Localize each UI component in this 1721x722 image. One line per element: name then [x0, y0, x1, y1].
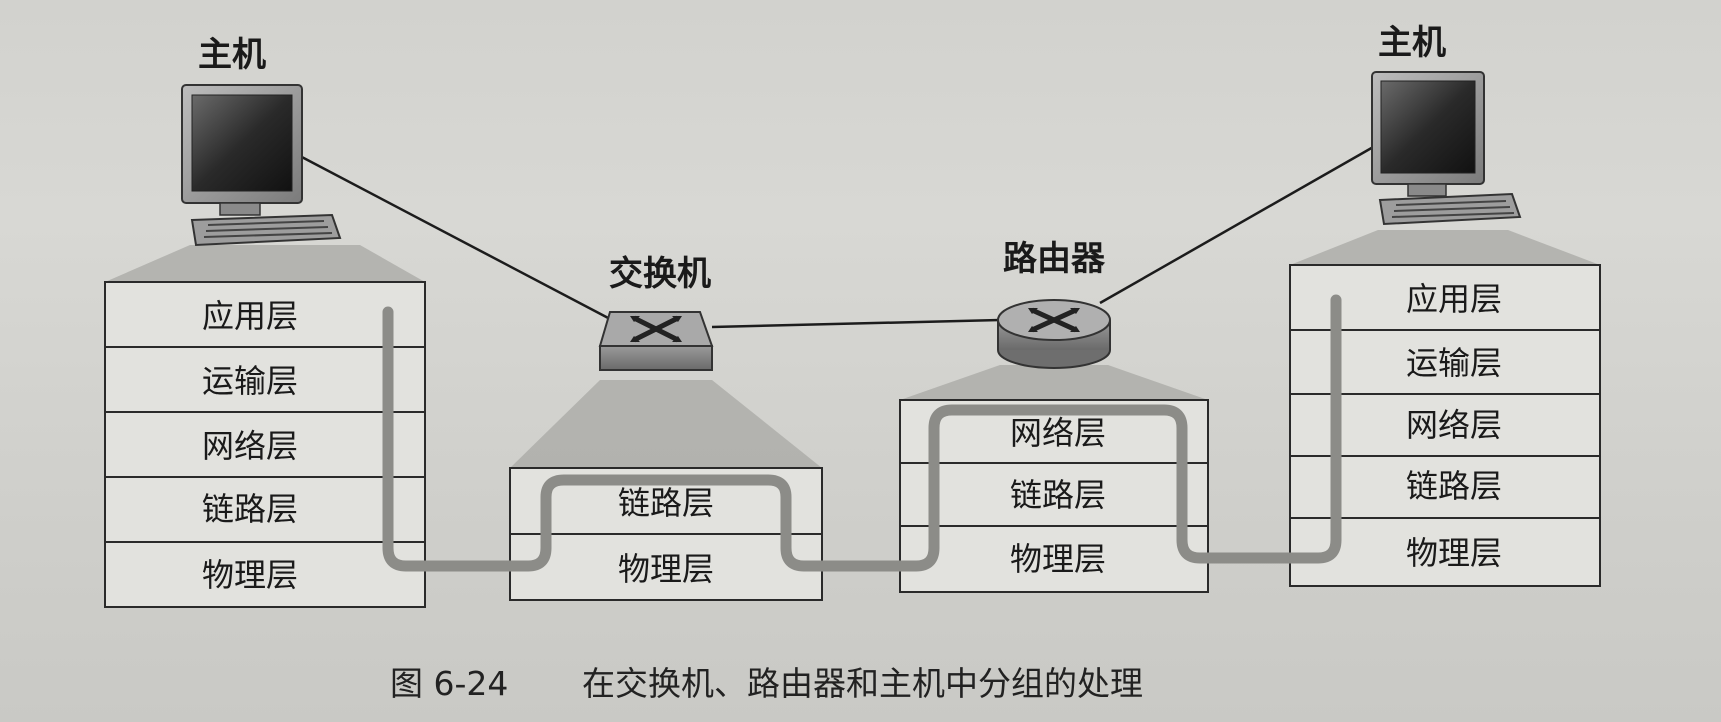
layer-box	[1289, 264, 1601, 331]
protocol-stack-router: 网络层 链路层 物理层	[899, 399, 1209, 593]
shadow-host-left	[105, 245, 425, 282]
layer-label: 物理层	[618, 550, 714, 588]
protocol-stack-switch: 链路层 物理层	[509, 467, 823, 601]
layer-box	[1289, 455, 1601, 519]
computer-icon	[1371, 71, 1522, 226]
layer-label: 应用层	[1406, 280, 1502, 318]
router-icon	[997, 299, 1111, 369]
shadow-router	[900, 365, 1208, 400]
layer-label: 运输层	[202, 362, 298, 400]
figure-caption: 图 6-24 在交换机、路由器和主机中分组的处理	[390, 664, 1143, 703]
layer-label: 链路层	[1406, 467, 1502, 505]
links	[297, 140, 1383, 329]
packet-flow-path	[382, 294, 1342, 572]
layer-label: 链路层	[202, 490, 298, 528]
caption-number: 图 6-24	[390, 664, 508, 703]
shadow-switch	[510, 380, 822, 468]
caption-text: 在交换机、路由器和主机中分组的处理	[582, 664, 1143, 703]
router-label: 路由器	[1003, 239, 1106, 279]
layer-box	[104, 281, 426, 348]
layer-label: 应用层	[202, 297, 298, 335]
computer-icon	[181, 84, 342, 247]
layer-label: 物理层	[1406, 534, 1502, 572]
layer-label: 运输层	[1406, 344, 1502, 382]
host-right-label: 主机	[1378, 23, 1446, 63]
protocol-stack-host-right: 应用层 运输层 网络层 链路层 物理层	[1289, 264, 1601, 587]
switch-icon	[598, 311, 714, 371]
switch-label: 交换机	[609, 254, 711, 294]
protocol-stack-host-left: 应用层 运输层 网络层 链路层 物理层	[104, 281, 426, 608]
layer-box	[509, 533, 823, 601]
layer-box	[104, 476, 426, 543]
layer-box	[1289, 329, 1601, 395]
link-host-left-switch	[297, 153, 613, 322]
layer-label: 网络层	[202, 427, 298, 465]
layer-label: 物理层	[1010, 540, 1106, 578]
host-left-label: 主机	[198, 35, 266, 75]
layer-label: 网络层	[1406, 406, 1502, 444]
layer-box	[1289, 517, 1601, 587]
shadow-host-right	[1290, 230, 1600, 265]
shadows	[105, 230, 1600, 468]
layer-box	[104, 541, 426, 608]
layer-label: 网络层	[1010, 414, 1106, 452]
link-router-host-right	[1099, 140, 1383, 305]
layer-box	[899, 525, 1209, 593]
layer-box	[1289, 393, 1601, 457]
layer-label: 链路层	[1010, 476, 1106, 514]
layer-label: 链路层	[618, 484, 714, 522]
layer-label: 物理层	[202, 556, 298, 594]
link-switch-router	[711, 318, 1001, 329]
